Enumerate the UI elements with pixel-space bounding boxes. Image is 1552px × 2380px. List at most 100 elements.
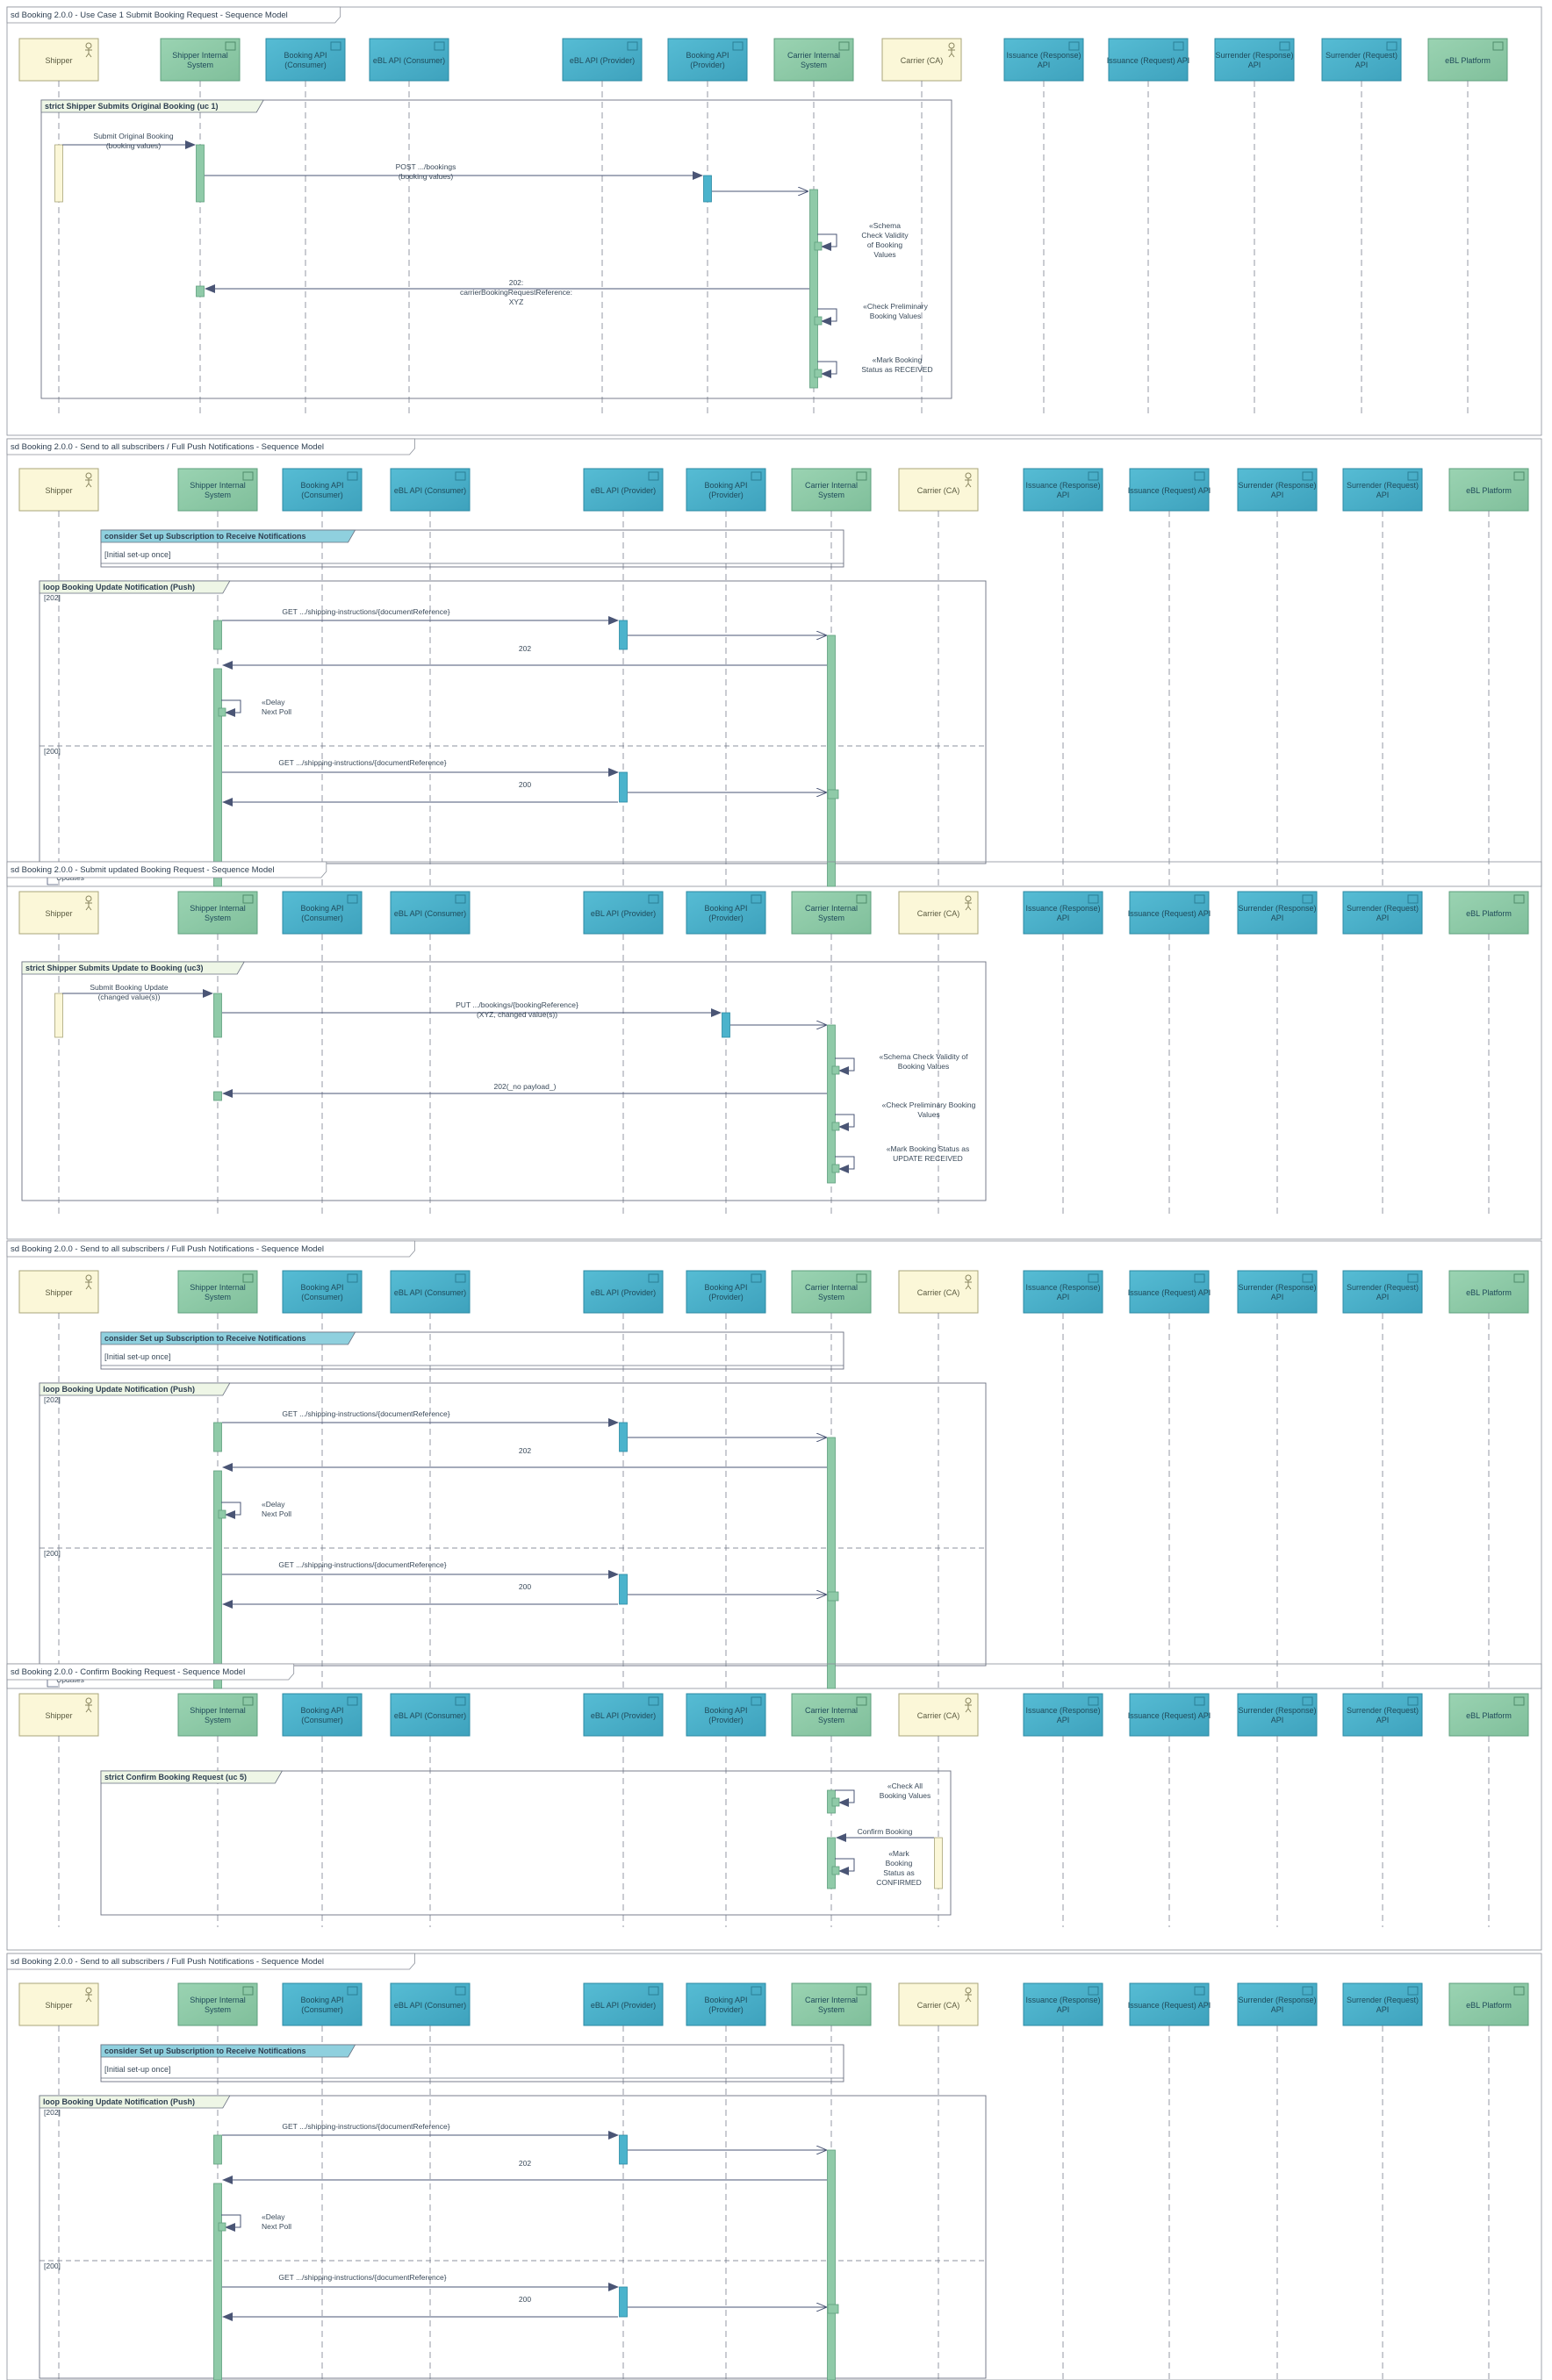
lifeline-box: [282, 1693, 363, 1737]
lifeline-label-line: Shipper: [45, 56, 72, 65]
lifeline-box: [18, 38, 99, 82]
lifeline-label: Surrender (Request)API: [1347, 1706, 1419, 1724]
lifeline-label-line: Booking API: [704, 481, 747, 490]
lifeline-box: [1023, 1270, 1103, 1314]
message-label-line: «Schema Check Validity of: [880, 1052, 969, 1061]
lifeline-label-line: (Provider): [708, 914, 744, 922]
lifeline-ebl: eBL Platform: [1448, 468, 1529, 512]
lifeline-label-line: API: [1057, 2005, 1070, 2014]
lifeline-label-line: Issuance (Response): [1025, 481, 1100, 490]
lifeline-label: eBL Platform: [1466, 486, 1512, 495]
message-label-line: GET .../shipping-instructions/{documentR…: [282, 2122, 449, 2131]
message-label-line: 200: [519, 780, 531, 789]
ebl-provider-activation-2: [619, 2286, 628, 2318]
message-label: PUT .../bookings/{bookingReference}(XYZ,…: [456, 1000, 578, 1019]
lifeline-label-line: Shipper: [45, 2001, 72, 2010]
message-label: 202(_no payload_): [494, 1082, 557, 1091]
component-icon: [1513, 1696, 1525, 1706]
message-label-line: CONFIRMED: [876, 1878, 921, 1887]
lifeline-label-line: Surrender (Request): [1347, 1996, 1419, 2004]
lifeline-box: [1321, 38, 1402, 82]
lifeline-shipper: Shipper: [18, 1270, 99, 1314]
lifeline-box: [282, 891, 363, 935]
component-icon: [648, 1986, 659, 1996]
lifeline-ebc: eBL API (Consumer): [390, 1982, 471, 2026]
component-icon: [347, 1696, 358, 1706]
lifeline-label-line: System: [205, 2005, 231, 2014]
carrier-receive-activation: [827, 1591, 839, 1602]
lifeline-label-line: Booking API: [300, 904, 343, 913]
lifeline-box: [1342, 891, 1423, 935]
lifeline-label: eBL API (Consumer): [394, 909, 466, 918]
lifeline-label: Issuance (Response)API: [1025, 1996, 1100, 2014]
message-label: GET .../shipping-instructions/{documentR…: [278, 2273, 446, 2282]
lifeline-label-line: API: [1271, 1716, 1284, 1724]
message-label-line: Booking Values: [870, 312, 921, 320]
ebl-provider-activation: [619, 620, 628, 650]
lifeline-box: [583, 1982, 664, 2026]
lifeline-box: [177, 1982, 258, 2026]
lifeline-label: eBL Platform: [1466, 1711, 1512, 1720]
lifeline-label-line: (Consumer): [301, 1716, 343, 1724]
lifeline-box: [18, 891, 99, 935]
self-activation: [831, 1065, 840, 1075]
lifeline-label-line: Carrier (CA): [917, 1711, 960, 1720]
component-icon: [242, 471, 254, 481]
lifeline-label-line: Carrier (CA): [901, 56, 944, 65]
self-activation: [814, 369, 823, 378]
lifeline-label: Carrier (CA): [917, 1711, 960, 1720]
diagram-push-notifications-3: sd Booking 2.0.0 - Send to all subscribe…: [6, 1953, 1542, 2380]
self-activation: [218, 1509, 226, 1519]
lifeline-box: [1427, 38, 1508, 82]
lifeline-label: Carrier (CA): [901, 56, 944, 65]
lifeline-box: [1237, 891, 1318, 935]
lifeline-label: eBL Platform: [1445, 56, 1491, 65]
lifeline-ireq: Issuance (Request) API: [1128, 891, 1211, 935]
lifeline-box: [562, 38, 643, 82]
lifeline-label-line: (Provider): [690, 61, 725, 69]
lifeline-label-line: Shipper: [45, 909, 72, 918]
booking-provider-activation: [722, 1012, 730, 1038]
message-label-line: (booking values): [106, 141, 162, 150]
lifeline-box: [898, 1693, 979, 1737]
lifeline-label-line: API: [1376, 2005, 1390, 2014]
lifeline-shipper: Shipper: [18, 891, 99, 935]
lifeline-box: [369, 38, 449, 82]
component-icon: [455, 1986, 466, 1996]
lifeline-label-line: API: [1271, 491, 1284, 499]
message-label-line: 202: [519, 1446, 531, 1455]
fragment-frame: [39, 2095, 987, 2379]
lifeline-box: [177, 468, 258, 512]
fragment-label: strict Confirm Booking Request (uc 5): [104, 1773, 247, 1781]
fragment-note: [Initial set-up once]: [104, 1352, 171, 1361]
fragment-label: consider Set up Subscription to Receive …: [104, 1334, 306, 1343]
lifeline-box: [881, 38, 962, 82]
message-label: Confirm Booking: [858, 1827, 913, 1836]
lifeline-label: eBL API (Provider): [591, 1288, 656, 1297]
carrier-internal-activation: [809, 189, 818, 389]
diagram-title: sd Booking 2.0.0 - Send to all subscribe…: [11, 442, 324, 452]
lifeline-bap: Booking API(Provider): [686, 1693, 766, 1737]
lifeline-label-line: Surrender (Request): [1347, 904, 1419, 913]
lifeline-iresp: Issuance (Response)API: [1023, 1982, 1103, 2026]
lifeline-label-line: Surrender (Request): [1347, 1283, 1419, 1292]
lifeline-label: Shipper: [45, 486, 72, 495]
message-label-line: «Mark Booking: [873, 355, 923, 364]
lifeline-label-line: Booking API: [704, 1283, 747, 1292]
actor-icon-body: [85, 1993, 92, 2003]
fragment-frame: [39, 1382, 987, 1667]
component-icon: [1279, 41, 1290, 51]
lifeline-box: [1129, 891, 1210, 935]
lifeline-label-line: Booking API: [704, 1996, 747, 2004]
lifeline-label: eBL API (Provider): [591, 1711, 656, 1720]
lifeline-label-line: eBL Platform: [1445, 56, 1491, 65]
component-icon: [347, 1273, 358, 1283]
lifeline-box: [265, 38, 346, 82]
lifeline-label: Issuance (Response)API: [1025, 481, 1100, 499]
diagram-title-tab: [6, 438, 415, 455]
lifeline-box: [1214, 38, 1295, 82]
carrier-activation: [934, 1837, 943, 1889]
guard-label: [202]: [44, 2108, 61, 2117]
